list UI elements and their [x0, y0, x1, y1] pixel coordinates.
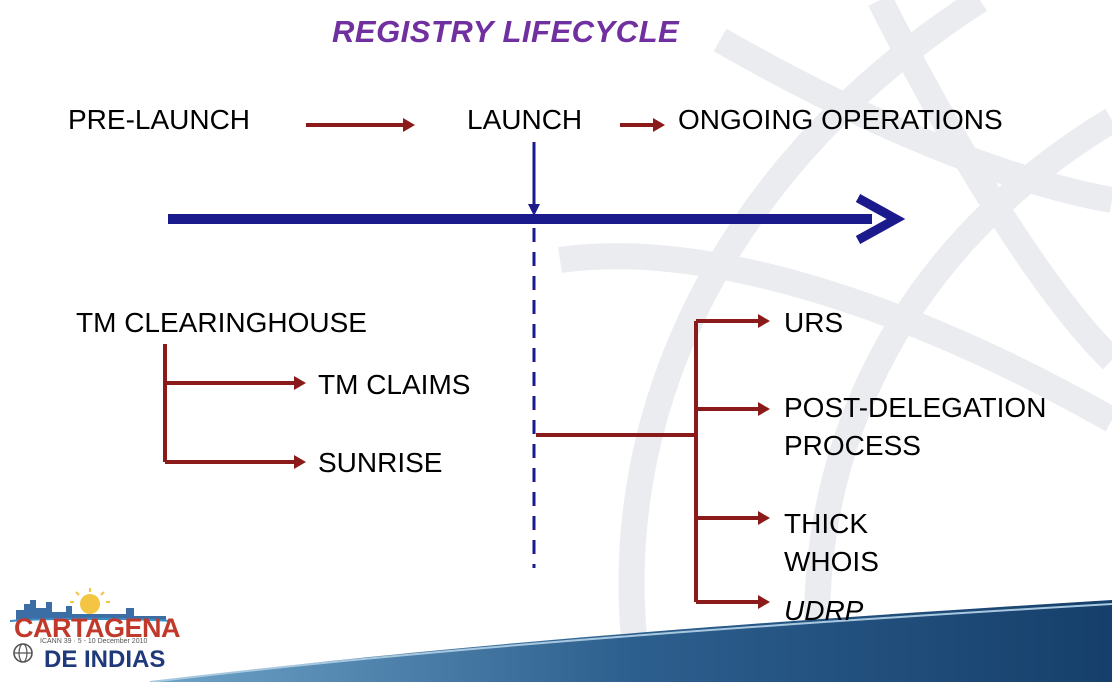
- item-post-delegation-line1: POST-DELEGATION: [784, 392, 1047, 423]
- slide-title: REGISTRY LIFECYCLE: [332, 14, 680, 49]
- bottom-band-highlight: [149, 603, 1112, 682]
- arrow-tm-claims-head: [294, 376, 306, 390]
- timeline-arrowhead: [855, 194, 906, 244]
- item-post-delegation-process: POST-DELEGATION PROCESS: [784, 389, 1104, 465]
- phase-launch: LAUNCH: [467, 104, 583, 135]
- item-tm-claims: TM CLAIMS: [318, 369, 471, 400]
- bottom-band: [150, 600, 1112, 682]
- arrow-launch-to-ongoing-head: [653, 118, 665, 132]
- item-udrp: UDRP: [784, 595, 864, 626]
- cartagena-logo: CARTAGENA ICANN 39 · 5 - 10 December 201…: [6, 588, 181, 674]
- arrow-post-delegation-head: [758, 402, 770, 416]
- phase-ongoing-operations: ONGOING OPERATIONS: [678, 104, 1003, 135]
- arrow-urs-head: [758, 314, 770, 328]
- item-tm-clearinghouse: TM CLEARINGHOUSE: [76, 307, 367, 338]
- item-urs: URS: [784, 307, 844, 338]
- item-thick-whois-line2: WHOIS: [784, 546, 879, 577]
- launch-marker-head: [528, 204, 540, 216]
- item-post-delegation-line2: PROCESS: [784, 430, 921, 461]
- logo-text-cartagena: CARTAGENA: [14, 613, 181, 643]
- logo-text-event-dates: ICANN 39 · 5 - 10 December 2010: [40, 638, 148, 645]
- icann-globe-icon: [13, 643, 33, 663]
- logo-text-de-indias: DE INDIAS: [44, 646, 166, 673]
- arrow-prelaunch-to-launch-head: [403, 118, 415, 132]
- phase-pre-launch: PRE-LAUNCH: [68, 104, 251, 135]
- item-thick-whois: THICK WHOIS: [784, 505, 1104, 581]
- arrow-sunrise-head: [294, 455, 306, 469]
- arrow-udrp-head: [758, 595, 770, 609]
- arrow-thick-whois-head: [758, 511, 770, 525]
- item-thick-whois-line1: THICK: [784, 508, 868, 539]
- globe-watermark: [558, 0, 1112, 682]
- skyline-icon: [9, 588, 173, 622]
- item-sunrise: SUNRISE: [318, 447, 443, 478]
